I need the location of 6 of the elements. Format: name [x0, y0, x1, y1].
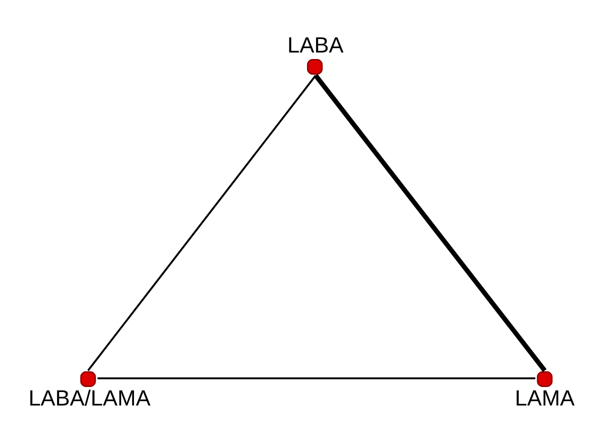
node-label: LABA/LAMA	[28, 385, 150, 410]
connector	[314, 74, 547, 372]
connector	[98, 377, 536, 380]
node-label: LAMA	[514, 385, 575, 410]
connector	[87, 74, 316, 372]
node-label: LABA	[287, 32, 344, 58]
